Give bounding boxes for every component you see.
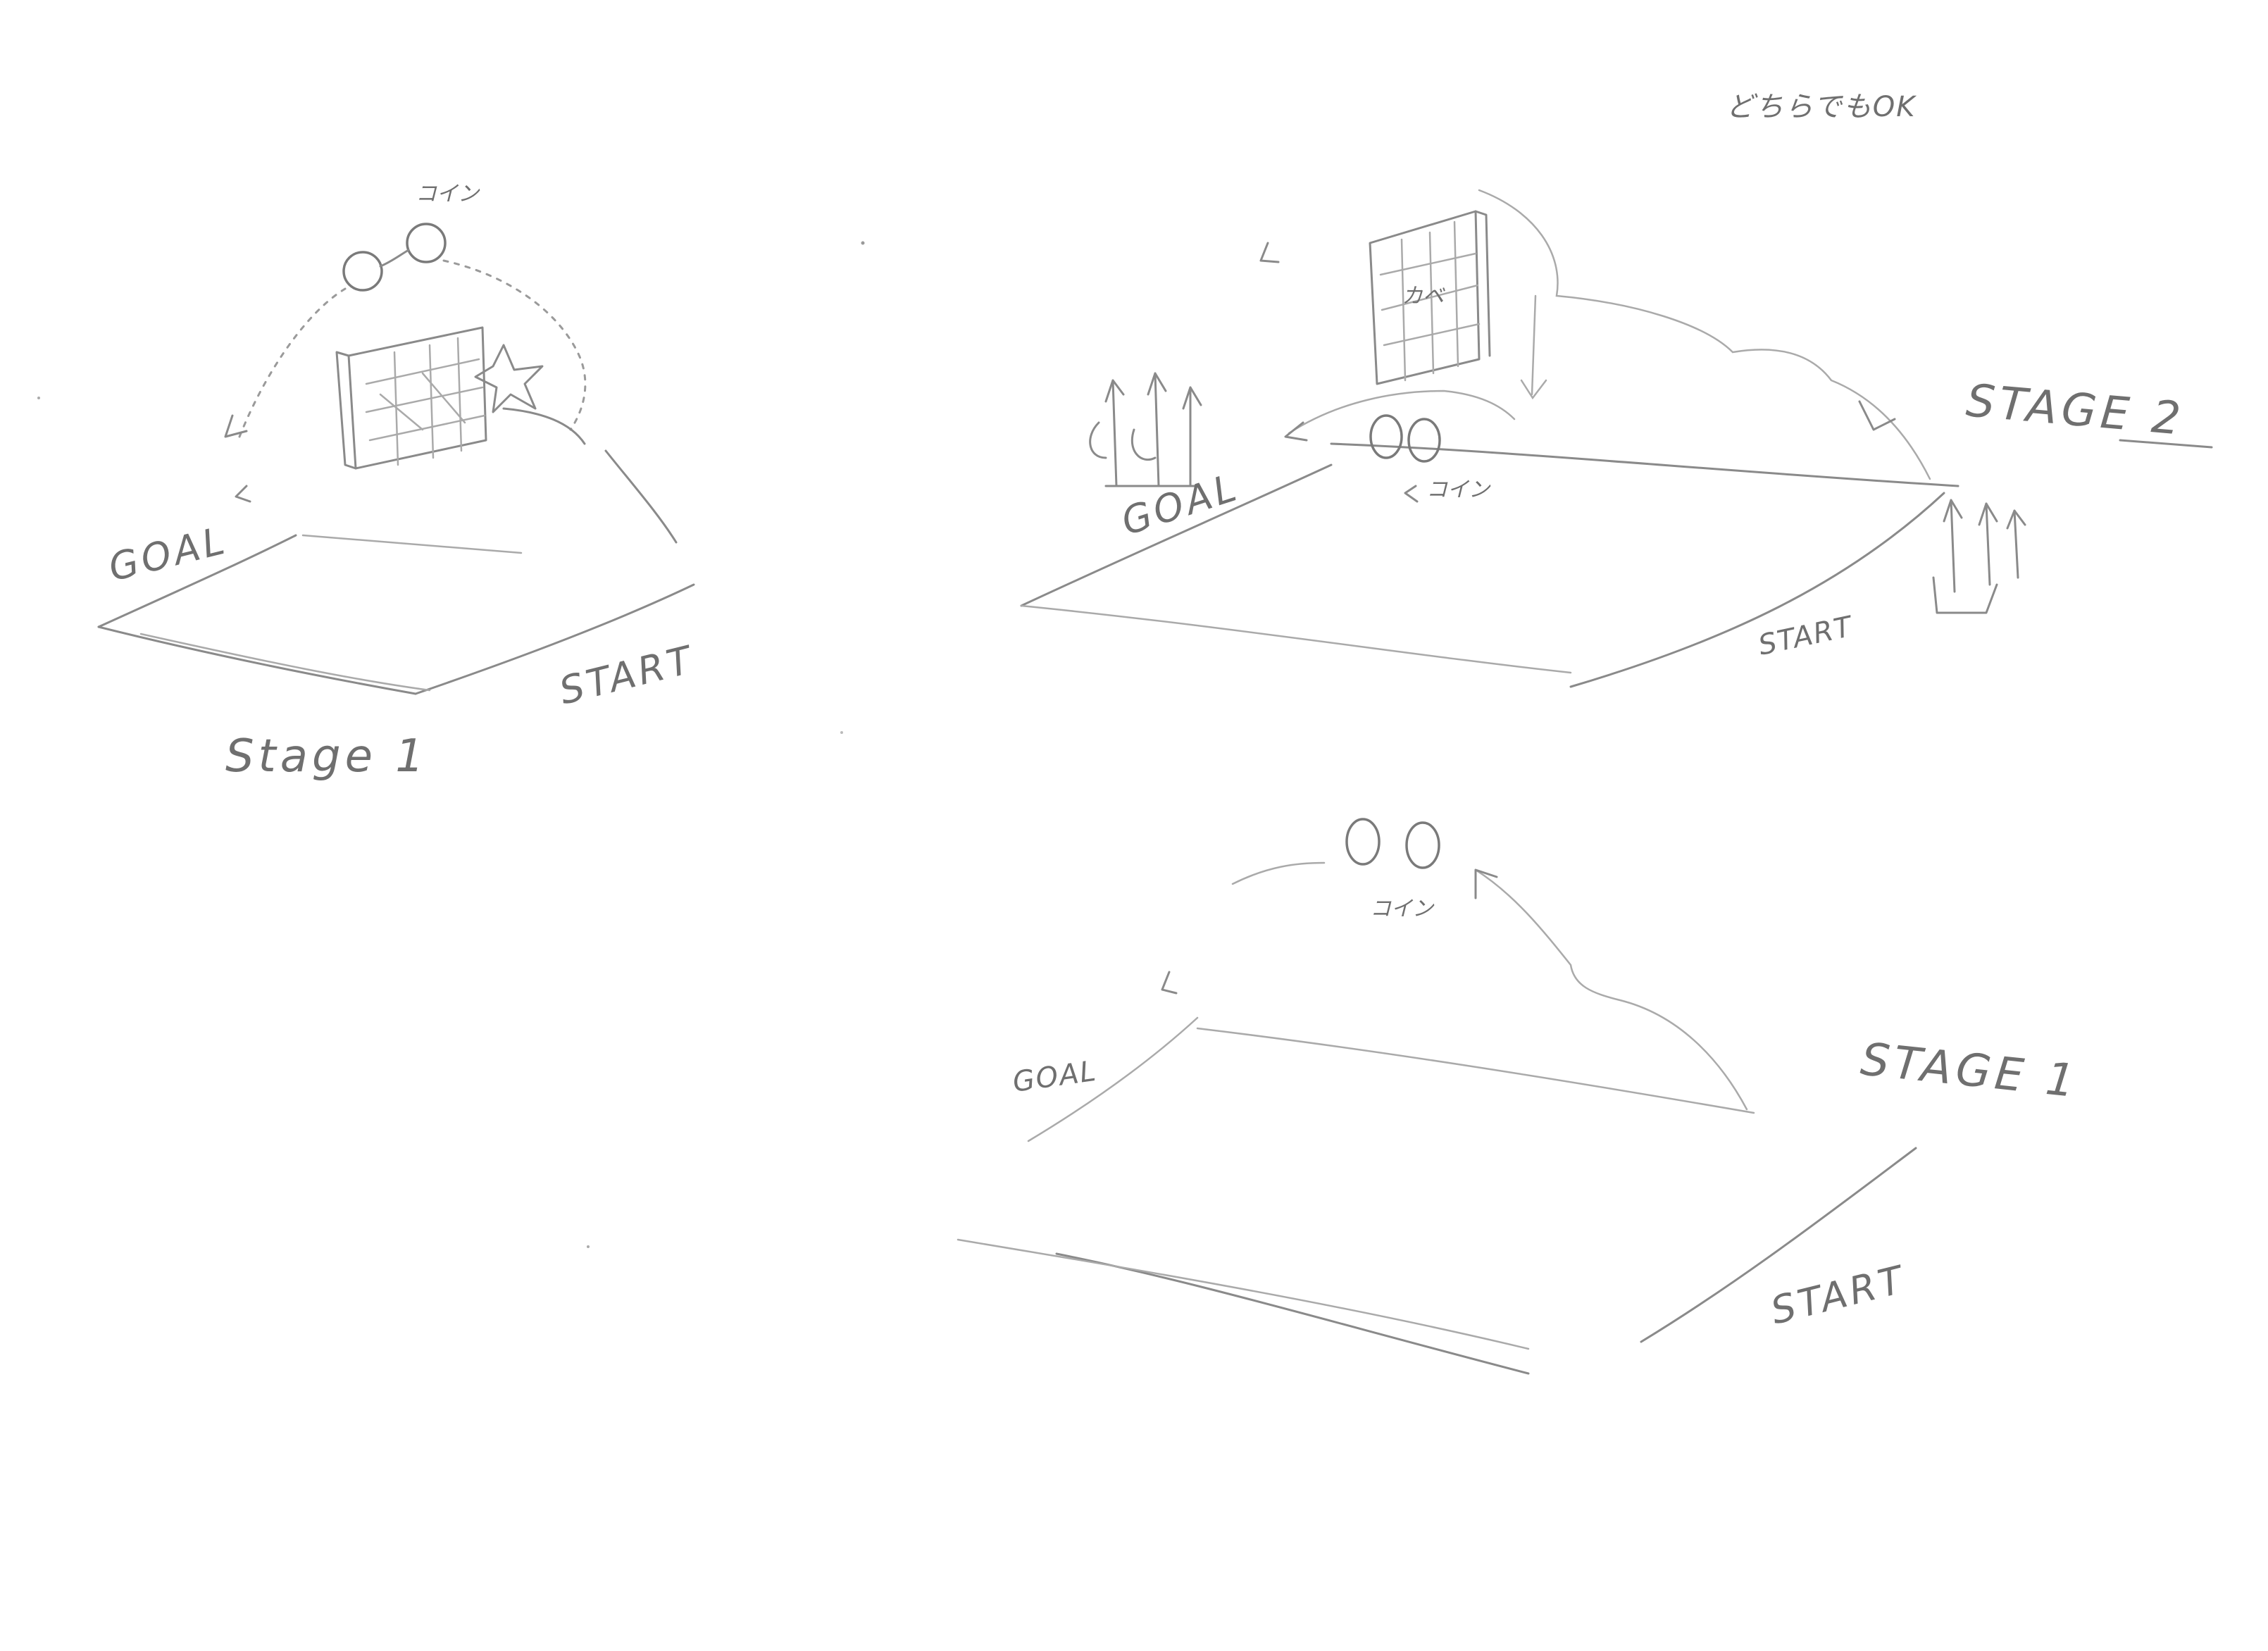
stage1-goal-label: GOAL (104, 518, 232, 590)
stage2-wall-label: カベ (1402, 284, 1445, 309)
stage1-platform-front-edge (99, 627, 416, 694)
stage3-arrow-head (1476, 870, 1497, 898)
stage3-sketch: コイン GOAL START STAGE 1 (958, 819, 2081, 1373)
paper-speck (840, 731, 843, 734)
stage1-coin-icon (344, 252, 382, 290)
stage1-jump-arc (239, 289, 345, 437)
stage2-platform-back-edge (1331, 444, 1958, 486)
stage3-goal-label: GOAL (1011, 1055, 1099, 1099)
stage1-arrow-head-2 (236, 486, 250, 501)
stage2-return-arc (1289, 391, 1514, 433)
stage2-route-arc (1479, 190, 1930, 479)
stage3-platform-front-edge (1057, 1254, 1528, 1373)
paper-speck (37, 397, 40, 399)
stage2-coin-icon (1409, 419, 1440, 461)
stage1-coin-label: コイン (416, 182, 480, 206)
stage1-start-label: START (555, 637, 699, 713)
stage3-coin-label: コイン (1370, 897, 1435, 921)
stage2-title: STAGE 2 (1964, 375, 2187, 446)
stage3-arrow-head-2 (1162, 972, 1176, 993)
stage1-coin-icon (407, 224, 445, 262)
stage3-coin-icon (1347, 819, 1379, 864)
stage1-platform-front-inner (141, 634, 430, 690)
stage3-platform-front-inner (958, 1240, 1528, 1349)
paper-speck (861, 242, 865, 245)
stage3-platform-back-edge (1197, 1028, 1754, 1113)
stage1-platform-right-curve (606, 451, 676, 542)
stage3-coin-icon (1407, 823, 1439, 868)
stage1-wall-block (337, 328, 486, 468)
stage2-trees-right-icon (1933, 500, 2025, 613)
stage2-arrow-head-3 (1859, 401, 1895, 430)
stage2-arrow-head-2 (1261, 243, 1278, 262)
stage2-coin-label: コイン (1426, 478, 1491, 502)
stage2-trees-left-icon (1090, 373, 1201, 486)
stage2-sketch: カベ コイン GOAL START STAGE 2 (1021, 190, 2212, 687)
stage1-platform-back-edge (303, 535, 521, 553)
stage2-start-label: START (1756, 610, 1857, 662)
stage2-coin-icon (1371, 416, 1402, 458)
stage1-sketch: コイン GOAL START Stage 1 (99, 182, 699, 783)
stage1-jump-arc-right (444, 261, 585, 430)
stage3-title: STAGE 1 (1858, 1033, 2081, 1108)
stage3-left-arc (1233, 863, 1324, 884)
paper-speck (587, 1245, 590, 1248)
note-text: どちらでもOK (1726, 91, 1917, 123)
stage1-title: Stage 1 (225, 730, 428, 783)
stage2-platform-right-edge (1571, 493, 1944, 687)
stage2-drop-arrow (1521, 296, 1546, 398)
stage2-platform-front-edge (1021, 606, 1571, 673)
stage1-return-arrow (504, 409, 585, 444)
stage3-start-label: START (1767, 1257, 1910, 1333)
